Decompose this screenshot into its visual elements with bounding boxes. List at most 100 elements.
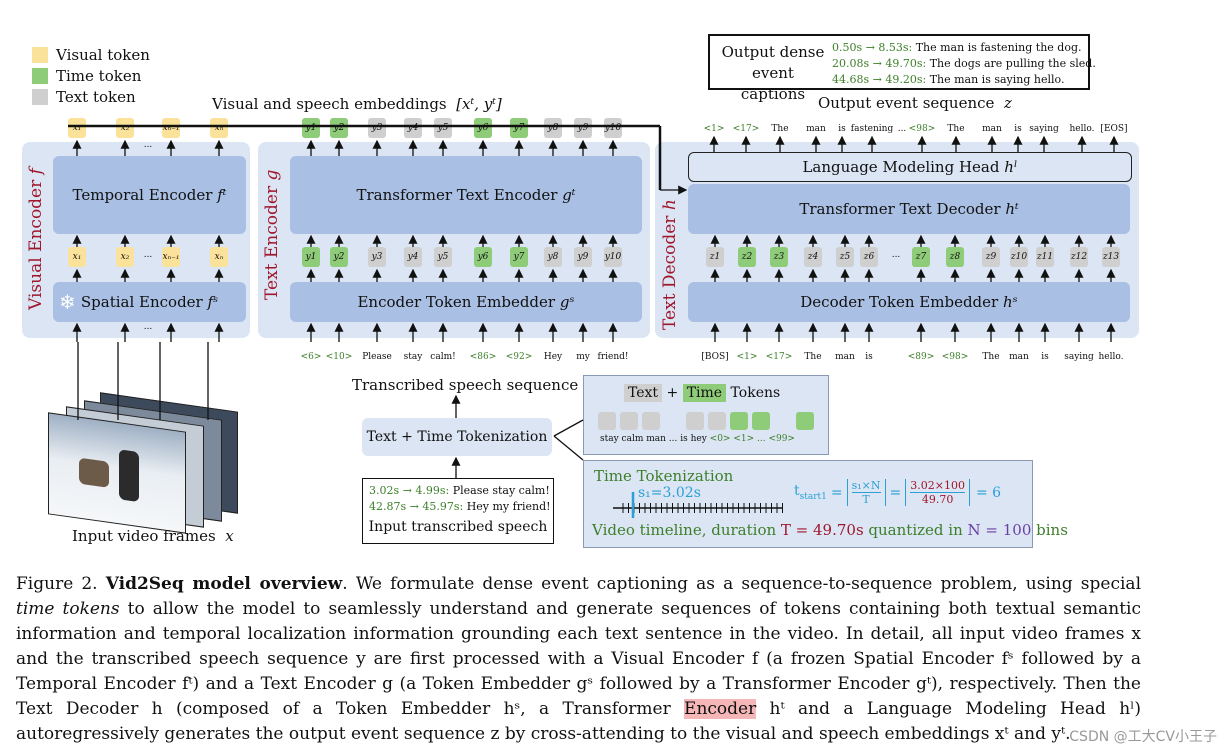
speech-output-token: y7: [510, 118, 528, 138]
encoder-input-word: <92>: [505, 352, 533, 362]
watermark: CSDN @工大CV小王子: [1069, 729, 1217, 745]
decoder-input-word: The: [804, 352, 822, 362]
time-token-swatch: [32, 67, 48, 84]
decoder-mid-token: z7: [912, 247, 930, 267]
decoder-output-word: <17>: [732, 124, 760, 134]
visual-output-token: xₙ: [210, 118, 228, 138]
speech-output-token: y5: [434, 118, 452, 138]
input-speech-box: 3.02s → 4.99s: Please stay calm! 42.87s …: [362, 478, 554, 544]
decoder-output-word: fastening: [850, 124, 894, 134]
decoder-input-word: man: [1009, 352, 1029, 362]
speech-output-token: y2: [330, 118, 348, 138]
visual-output-token: x₁: [68, 118, 86, 138]
tokens-text-tag: Text: [624, 384, 663, 402]
s1-marker-label: s₁=3.02s: [638, 485, 701, 501]
encoder-input-word: friend!: [597, 352, 629, 362]
small-token: [598, 412, 616, 430]
decoder-output-word: The: [947, 124, 965, 134]
output-sequence-label: Output event sequence z: [818, 94, 1012, 112]
legend: Visual token Time token Text token: [32, 44, 150, 107]
temporal-encoder: Temporal Encoder fᵗ: [53, 156, 246, 234]
legend-time: Time token: [56, 66, 142, 85]
small-token: [730, 412, 748, 430]
ellipsis: ...: [143, 140, 153, 150]
decoder-mid-token: z6: [860, 247, 878, 267]
speech-output-token: y10: [604, 118, 622, 138]
decoder-mid-token: z1: [706, 247, 724, 267]
visual-mid-token: x₁: [68, 247, 86, 267]
decoder-mid-token: z12: [1070, 247, 1088, 267]
speech-output-token: y6: [474, 118, 492, 138]
time-tokenization-title: Time Tokenization: [594, 467, 734, 485]
encoder-input-word: Hey: [543, 352, 563, 362]
output-caption-line: 20.08s → 49.70s: The dogs are pulling th…: [832, 57, 1096, 70]
decoder-mid-token: z11: [1036, 247, 1054, 267]
connector-line: [553, 435, 584, 461]
legend-visual: Visual token: [56, 45, 150, 64]
ellipsis: ...: [143, 250, 153, 260]
tokenization-block: Text + Time Tokenization: [362, 418, 552, 456]
speech-mid-token: y1: [302, 247, 320, 267]
visual-token-swatch: [32, 46, 48, 63]
text-token-swatch: [32, 88, 48, 105]
speech-line: 3.02s → 4.99s: Please stay calm!: [369, 484, 550, 497]
decoder-input-word: man: [835, 352, 855, 362]
speech-output-token: y4: [404, 118, 422, 138]
visual-mid-token: x₂: [116, 247, 134, 267]
snowflake-icon: ❄: [59, 290, 76, 314]
output-caption-line: 44.68s → 49.20s: The man is saying hello…: [832, 73, 1065, 86]
decoder-mid-token: z3: [770, 247, 788, 267]
decoder-output-word: <98>: [908, 124, 936, 134]
decoder-input-word: <89>: [907, 352, 935, 362]
output-box-title-2: event captions: [740, 64, 806, 103]
encoder-input-word: stay: [403, 352, 423, 362]
speech-output-token: y1: [302, 118, 320, 138]
ellipsis: ...: [143, 322, 153, 332]
small-token: [642, 412, 660, 430]
decoder-mid-token: z8: [946, 247, 964, 267]
small-token: [796, 412, 814, 430]
decoder-output-word: [EOS]: [1100, 124, 1128, 134]
small-token: [708, 412, 726, 430]
decoder-output-word: is: [838, 124, 846, 134]
legend-text: Text token: [56, 87, 136, 106]
speech-mid-token: y3: [368, 247, 386, 267]
output-caption-line: 0.50s → 8.53s: The man is fastening the …: [832, 41, 1082, 54]
speech-line: 42.87s → 45.97s: Hey my friend!: [369, 500, 551, 513]
transformer-text-encoder: Transformer Text Encoder gᵗ: [290, 156, 642, 234]
embeddings-math: [xᵗ, yᵗ]: [456, 95, 502, 113]
decoder-input-word: <17>: [765, 352, 793, 362]
speech-mid-token: y9: [574, 247, 592, 267]
visual-mid-token: xₙ₋₁: [162, 247, 180, 267]
visual-output-token: x₂: [116, 118, 134, 138]
embeddings-label: Visual and speech embeddings [xᵗ, yᵗ]: [212, 95, 502, 113]
language-modeling-head: Language Modeling Head hˡ: [688, 152, 1132, 182]
decoder-output-word: man: [982, 124, 1002, 134]
decoder-input-word: <98>: [941, 352, 969, 362]
decoder-output-word: <1>: [703, 124, 725, 134]
input-frames-label: Input video frames x: [72, 527, 234, 545]
encoder-token-embedder: Encoder Token Embedder gˢ: [290, 282, 642, 322]
decoder-mid-token: z4: [804, 247, 822, 267]
decoder-input-word: is: [865, 352, 873, 362]
speech-mid-token: y5: [434, 247, 452, 267]
output-box-title-1: Output dense: [721, 43, 825, 61]
decoder-input-word: is: [1041, 352, 1049, 362]
encoder-input-word: my: [576, 352, 590, 362]
encoder-input-word: <86>: [469, 352, 497, 362]
decoder-input-word: hello.: [1098, 352, 1124, 362]
speech-mid-token: y10: [604, 247, 622, 267]
decoder-input-word: saying: [1064, 352, 1094, 362]
output-captions-box: Output dense event captions 0.50s → 8.53s…: [708, 34, 1096, 103]
speech-output-token: y9: [574, 118, 592, 138]
tokens-time-tag: Time: [682, 384, 727, 402]
input-speech-title: Input transcribed speech: [368, 519, 548, 535]
encoder-input-word: <10>: [325, 352, 353, 362]
speech-mid-token: y4: [404, 247, 422, 267]
decoder-output-word: ...: [897, 124, 907, 134]
transformer-text-decoder: Transformer Text Decoder hᵗ: [688, 184, 1130, 234]
decoder-input-word: [BOS]: [701, 352, 729, 362]
decoder-output-word: is: [1014, 124, 1022, 134]
